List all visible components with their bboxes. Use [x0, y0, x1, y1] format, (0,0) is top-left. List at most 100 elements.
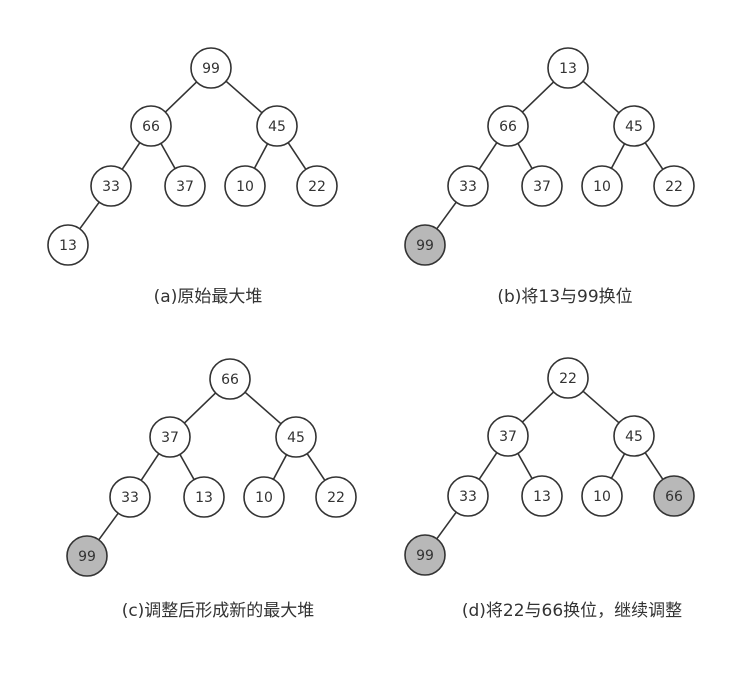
node-value: 13	[59, 238, 77, 254]
node-value: 37	[176, 179, 194, 195]
node-circle	[487, 415, 529, 457]
node-value: 99	[416, 238, 434, 254]
node-circle	[521, 475, 563, 517]
panel-caption: (a)原始最大堆	[154, 287, 263, 307]
heap-node: 10	[581, 165, 623, 207]
node-value: 45	[287, 430, 305, 446]
tree-edge	[253, 143, 269, 169]
node-circle	[275, 416, 317, 458]
tree-edge	[610, 143, 626, 169]
node-circle	[547, 357, 589, 399]
node-circle	[209, 358, 251, 400]
node-value: 37	[533, 179, 551, 195]
node-circle	[243, 476, 285, 518]
node-value: 22	[327, 490, 345, 506]
heap-node: 37	[149, 416, 191, 458]
tree-edge	[478, 452, 498, 480]
tree-edge	[582, 390, 620, 424]
node-value: 99	[416, 548, 434, 564]
node-value: 22	[308, 179, 326, 195]
node-value: 66	[499, 119, 517, 135]
node-value: 13	[559, 61, 577, 77]
tree-edge	[644, 142, 664, 170]
tree-edge	[225, 80, 263, 114]
heap-node: 37	[487, 415, 529, 457]
heap-node: 10	[581, 475, 623, 517]
heap-node: 66	[487, 105, 529, 147]
node-value: 66	[142, 119, 160, 135]
panel-caption: (b)将13与99换位	[497, 287, 632, 307]
node-value: 66	[221, 372, 239, 388]
node-circle	[190, 47, 232, 89]
node-circle	[296, 165, 338, 207]
tree-edge	[98, 512, 119, 541]
heap-node: 66	[209, 358, 251, 400]
tree-edge	[610, 453, 626, 479]
node-circle	[183, 476, 225, 518]
heap-panel-c: 66 37 45 33 13 10 22 99 (c)调整后形成新的最大堆	[66, 358, 357, 621]
node-circle	[224, 165, 266, 207]
heap-node: 13	[547, 47, 589, 89]
node-value: 22	[559, 371, 577, 387]
node-circle	[581, 475, 623, 517]
heap-node: 13	[183, 476, 225, 518]
node-value: 33	[459, 489, 477, 505]
tree-edge	[244, 391, 282, 425]
tree-edge	[121, 142, 141, 170]
node-value: 45	[268, 119, 286, 135]
node-value: 10	[593, 489, 611, 505]
node-circle	[109, 476, 151, 518]
node-circle	[521, 165, 563, 207]
node-circle	[315, 476, 357, 518]
node-circle-highlighted	[653, 475, 695, 517]
node-circle-highlighted	[66, 535, 108, 577]
tree-edge	[183, 392, 217, 424]
heap-node: 99	[404, 224, 446, 266]
heap-node: 37	[164, 165, 206, 207]
heap-node: 10	[224, 165, 266, 207]
node-circle	[547, 47, 589, 89]
tree-edge	[521, 81, 555, 113]
node-value: 45	[625, 119, 643, 135]
node-value: 33	[121, 490, 139, 506]
heap-node: 45	[613, 415, 655, 457]
node-circle	[130, 105, 172, 147]
node-value: 37	[499, 429, 517, 445]
heap-node: 33	[447, 165, 489, 207]
heap-node: 22	[653, 165, 695, 207]
heap-node: 13	[47, 224, 89, 266]
node-value: 22	[665, 179, 683, 195]
panel-caption: (c)调整后形成新的最大堆	[122, 601, 315, 621]
panel-caption: (d)将22与66换位，继续调整	[462, 601, 682, 621]
node-circle	[653, 165, 695, 207]
heap-panel-a: 99 66 45 33 37 10 22 13 (a)原始最大堆	[47, 47, 338, 307]
node-value: 10	[255, 490, 273, 506]
node-circle	[613, 415, 655, 457]
tree-edge	[287, 142, 307, 170]
node-circle	[447, 475, 489, 517]
tree-edge	[306, 453, 326, 481]
heap-node: 37	[521, 165, 563, 207]
heap-node: 45	[275, 416, 317, 458]
heap-node: 22	[296, 165, 338, 207]
node-value: 66	[665, 489, 683, 505]
node-value: 10	[593, 179, 611, 195]
node-circle	[487, 105, 529, 147]
node-value: 13	[195, 490, 213, 506]
node-value: 99	[78, 549, 96, 565]
heap-node: 66	[653, 475, 695, 517]
node-value: 37	[161, 430, 179, 446]
heap-node: 33	[90, 165, 132, 207]
node-circle	[613, 105, 655, 147]
tree-edge	[517, 453, 533, 479]
heap-node: 66	[130, 105, 172, 147]
tree-edge	[179, 454, 195, 480]
node-value: 99	[202, 61, 220, 77]
node-circle	[256, 105, 298, 147]
tree-edge	[79, 201, 100, 230]
tree-edge	[644, 452, 664, 480]
heap-node: 45	[256, 105, 298, 147]
node-circle	[164, 165, 206, 207]
